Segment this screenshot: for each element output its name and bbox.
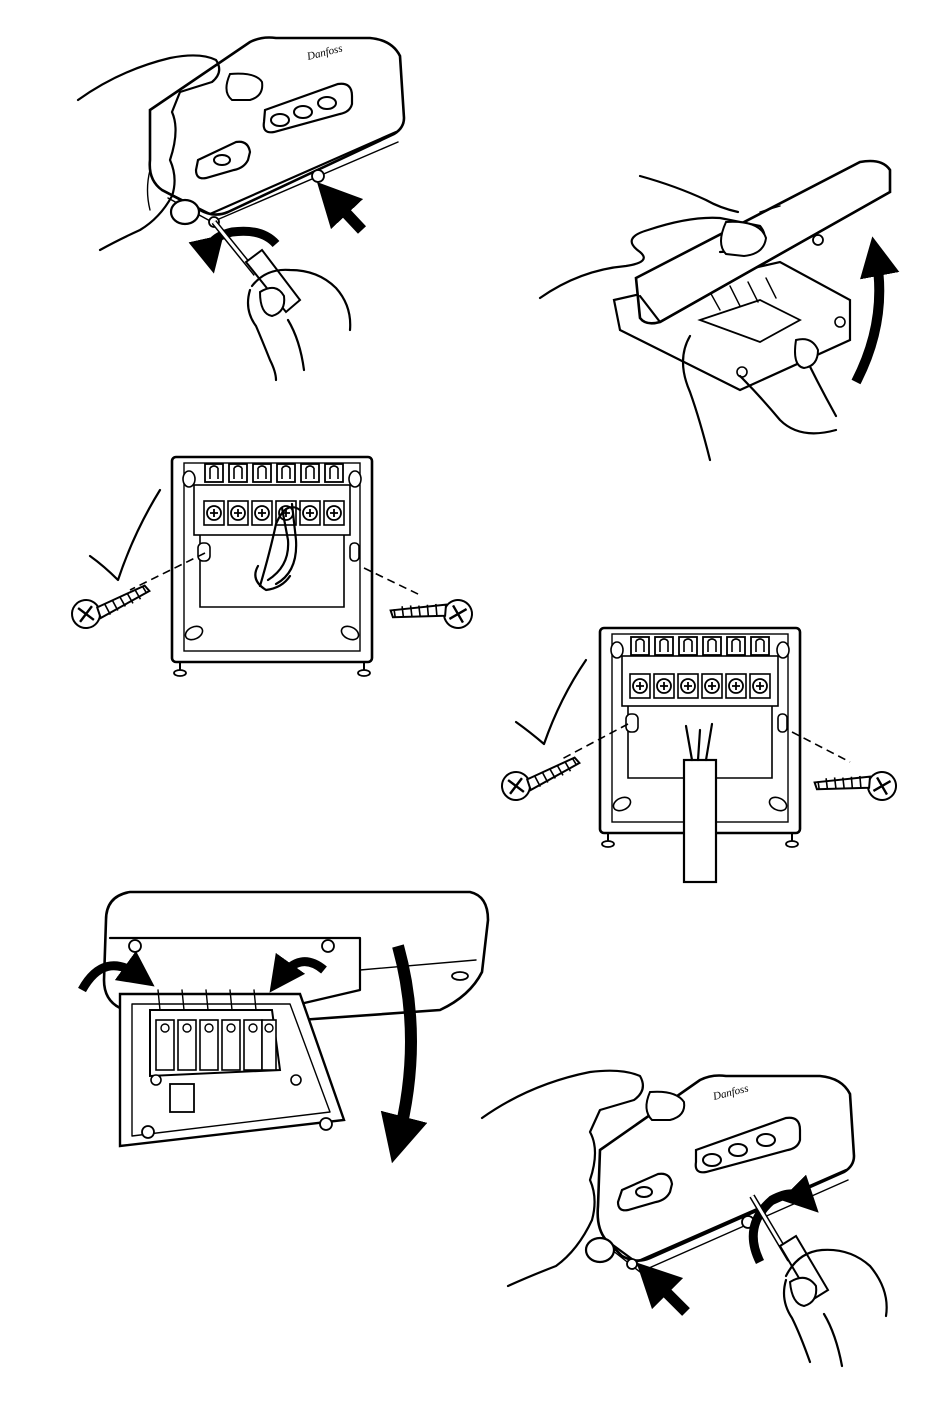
close-arrow-icon <box>398 946 411 1140</box>
screw-icon <box>499 757 583 802</box>
panel-5-hinge-cover <box>82 892 488 1146</box>
panel-3-mount-plate-a <box>69 457 475 676</box>
rotate-arrow-icon <box>209 231 276 256</box>
lift-arrow-icon <box>856 256 879 382</box>
push-arrow-icon <box>332 198 362 230</box>
terminal-block <box>156 1020 276 1070</box>
checkmark-icon <box>90 490 160 580</box>
panel-4-mount-plate-b <box>499 628 899 882</box>
hand-icon <box>248 270 350 380</box>
push-arrow-icon <box>652 1278 686 1312</box>
thermostat-housing: Danfoss <box>598 1076 854 1273</box>
panel-6-fasten-screw: Danfoss <box>482 1071 887 1366</box>
checkmark-icon <box>516 660 586 744</box>
screw-icon <box>389 583 475 637</box>
screw-icon <box>69 585 153 630</box>
panel-2-lift-cover <box>540 161 890 460</box>
screw-icon <box>813 755 899 809</box>
panel-1-open-cover: Danfoss <box>78 38 404 381</box>
thermostat-housing: Danfoss <box>150 38 404 228</box>
